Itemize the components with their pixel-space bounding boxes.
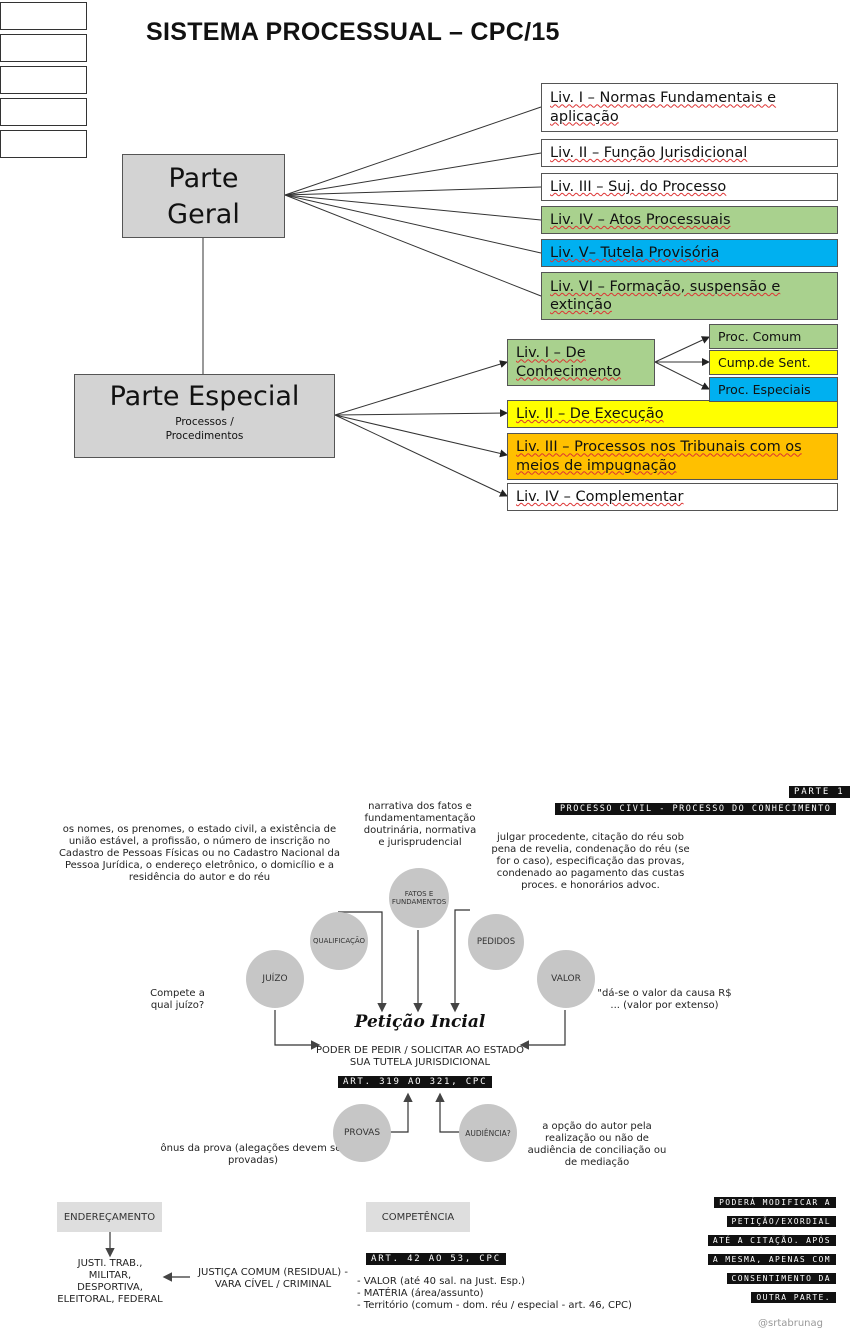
- note-pedidos: julgar procedente, citação do réu sob pe…: [491, 832, 690, 891]
- peticao-line2: SUA TUTELA JURISDICIONAL: [349, 1057, 491, 1068]
- sub-proc-comum: Proc. Comum: [709, 324, 838, 349]
- part1-label: PARTE 1: [789, 786, 850, 798]
- enderecamento-courts: JUSTI. TRAB., MILITAR, DESPORTIVA, ELEIT…: [57, 1258, 163, 1305]
- competencia-items: - VALOR (até 40 sal. na Just. Esp.) - MA…: [357, 1276, 657, 1312]
- especial-book-4: Liv. IV – Complementar: [507, 483, 838, 511]
- modificar-line-3: ATÉ A CITAÇÃO. APÓS: [707, 1235, 836, 1246]
- circle-qualificacao: QUALIFICAÇÃO: [310, 912, 368, 970]
- competencia-item-1: - VALOR (até 40 sal. na Just. Esp.): [357, 1276, 526, 1287]
- competencia-item-2: - MATÉRIA (área/assunto): [357, 1288, 484, 1299]
- especial-book-3: Liv. III – Processos nos Tribunais com o…: [507, 433, 838, 480]
- parte-especial-sub2: Procedimentos: [165, 430, 244, 442]
- especial-book-2: Liv. II – De Execução: [507, 400, 838, 428]
- geral-book-6: Liv. VI – Formação, suspensão e extinção: [541, 272, 838, 320]
- parte-geral-line1: Parte: [168, 163, 239, 194]
- peticao-title: Petição Incial: [354, 1012, 486, 1032]
- watermark: @srtabrunag: [758, 1318, 823, 1329]
- peticao-line1: PODER DE PEDIR / SOLICITAR AO ESTADO: [315, 1045, 524, 1056]
- geral-book-2: Liv. II – Função Jurisdicional: [541, 139, 838, 167]
- note-juizo: Compete a qual juízo?: [150, 988, 205, 1011]
- stub-box-1: [0, 2, 87, 30]
- enderecamento-comum: JUSTIÇA COMUM (RESIDUAL) - VARA CÍVEL / …: [198, 1267, 348, 1290]
- note-qualificacao: os nomes, os prenomes, o estado civil, a…: [58, 824, 341, 883]
- competencia-box: COMPETÊNCIA: [366, 1202, 470, 1232]
- modificar-line-4: A MESMA, APENAS COM: [707, 1254, 836, 1265]
- competencia-articles: ART. 42 AO 53, CPC: [366, 1253, 506, 1265]
- circle-valor: VALOR: [537, 950, 595, 1008]
- parte-especial-title: Parte Especial: [109, 381, 300, 412]
- geral-book-5: Liv. V– Tutela Provisória: [541, 239, 838, 267]
- note-audiencia: a opção do autor pela realização ou não …: [527, 1121, 667, 1168]
- sub-proc-especiais: Proc. Especiais: [709, 377, 838, 402]
- geral-book-3: Liv. III – Suj. do Processo: [541, 173, 838, 201]
- stub-box-3: [0, 66, 87, 94]
- parte-geral-box: Parte Geral: [122, 154, 285, 238]
- circle-pedidos: PEDIDOS: [468, 914, 524, 970]
- circle-audiencia: AUDIÊNCIA?: [459, 1104, 517, 1162]
- enderecamento-box: ENDEREÇAMENTO: [57, 1202, 162, 1232]
- modificar-line-5: CONSENTIMENTO DA: [726, 1273, 836, 1284]
- parte-geral-line2: Geral: [167, 199, 240, 230]
- peticao-description: PODER DE PEDIR / SOLICITAR AO ESTADO SUA…: [300, 1045, 540, 1069]
- circle-juizo: JUÍZO: [246, 950, 304, 1008]
- modificar-line-1: PODERÁ MODIFICAR A: [714, 1197, 836, 1208]
- note-fatos: narrativa dos fatos e fundamentamentação…: [363, 801, 477, 848]
- stub-box-4: [0, 98, 87, 126]
- geral-book-1: Liv. I – Normas Fundamentais e aplicação: [541, 83, 838, 132]
- parte-especial-box: Parte Especial Processos / Procedimentos: [74, 374, 335, 458]
- modificar-line-6: OUTRA PARTE.: [751, 1292, 836, 1303]
- diagram-title: SISTEMA PROCESSUAL – CPC/15: [146, 18, 560, 46]
- part1-subtitle: PROCESSO CIVIL - PROCESSO DO CONHECIMENT…: [555, 803, 837, 815]
- especial-book-1: Liv. I – De Conhecimento: [507, 339, 655, 386]
- peticao-articles: ART. 319 AO 321, CPC: [338, 1076, 493, 1088]
- competencia-item-3: - Território (comum - dom. réu / especia…: [357, 1300, 632, 1311]
- note-valor: "dá-se o valor da causa R$ ... (valor po…: [597, 988, 732, 1011]
- circle-provas: PROVAS: [333, 1104, 391, 1162]
- geral-book-4: Liv. IV – Atos Processuais: [541, 206, 838, 234]
- modificar-note: PODERÁ MODIFICAR A PETIÇÃO/EXORDIAL ATÉ …: [690, 1190, 836, 1304]
- parte-especial-sub1: Processos /: [175, 416, 234, 428]
- stub-box-2: [0, 34, 87, 62]
- modificar-line-2: PETIÇÃO/EXORDIAL: [726, 1216, 836, 1227]
- note-provas: ônus da prova (alegações devem ser prova…: [160, 1143, 346, 1166]
- sub-cump-sent: Cump.de Sent.: [709, 350, 838, 375]
- circle-fatos: FATOS E FUNDAMENTOS: [389, 868, 449, 928]
- stub-box-5: [0, 130, 87, 158]
